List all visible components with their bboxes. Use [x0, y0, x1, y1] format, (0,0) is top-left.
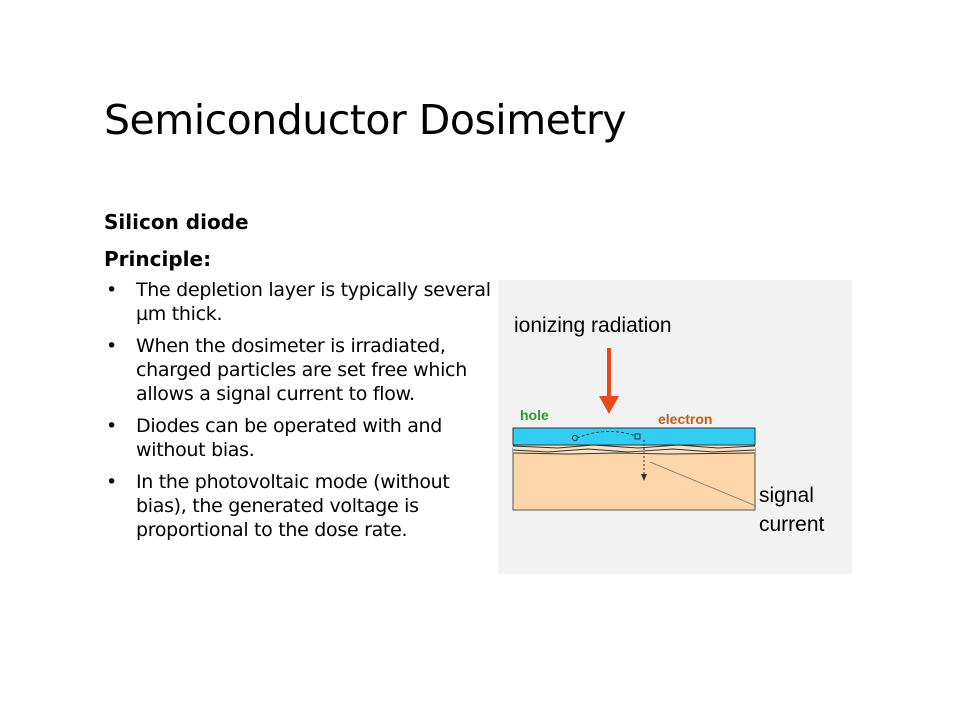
charge-path: [576, 431, 637, 439]
top-layer: [512, 427, 756, 446]
bullet-glyph: •: [106, 471, 117, 493]
bullet-text: In the photovoltaic mode (without bias),…: [136, 471, 450, 541]
bullet-item: • Diodes can be operated with and withou…: [104, 414, 504, 462]
electron-marker-icon: [634, 433, 641, 440]
bullet-glyph: •: [106, 415, 117, 437]
drift-arrow-head-icon: [641, 474, 647, 481]
diode-diagram-svg: ionizing radiation hole electron signal …: [512, 314, 825, 536]
bullet-text: Diodes can be operated with and without …: [136, 415, 443, 461]
bullet-glyph: •: [106, 335, 117, 357]
bullet-item: • In the photovoltaic mode (without bias…: [104, 470, 504, 542]
bullet-item: • The depletion layer is typically sever…: [104, 278, 504, 326]
radiation-label: ionizing radiation: [514, 314, 672, 337]
depletion-layer: [513, 444, 755, 454]
signal-label-line2: current: [759, 513, 825, 536]
subtitle: Silicon diode: [104, 210, 249, 234]
bullet-text: When the dosimeter is irradiated, charge…: [136, 335, 467, 405]
bullet-item: • When the dosimeter is irradiated, char…: [104, 334, 504, 406]
bullet-text: The depletion layer is typically several…: [136, 279, 491, 325]
slide-title: Semiconductor Dosimetry: [104, 96, 627, 144]
principle-heading: Principle:: [104, 247, 212, 271]
signal-label-line1: signal: [759, 484, 814, 507]
radiation-arrow-head-icon: [599, 396, 619, 414]
diode-diagram: ionizing radiation hole electron signal …: [498, 280, 852, 574]
bullet-list: • The depletion layer is typically sever…: [104, 278, 504, 550]
electron-label: electron: [658, 411, 712, 427]
signal-leader-line: [649, 461, 757, 507]
hole-label: hole: [520, 407, 549, 423]
bullet-glyph: •: [106, 279, 117, 301]
depletion-hatch-lines: [512, 444, 756, 455]
bulk-region: [512, 447, 756, 511]
hole-marker-icon: [571, 434, 579, 442]
